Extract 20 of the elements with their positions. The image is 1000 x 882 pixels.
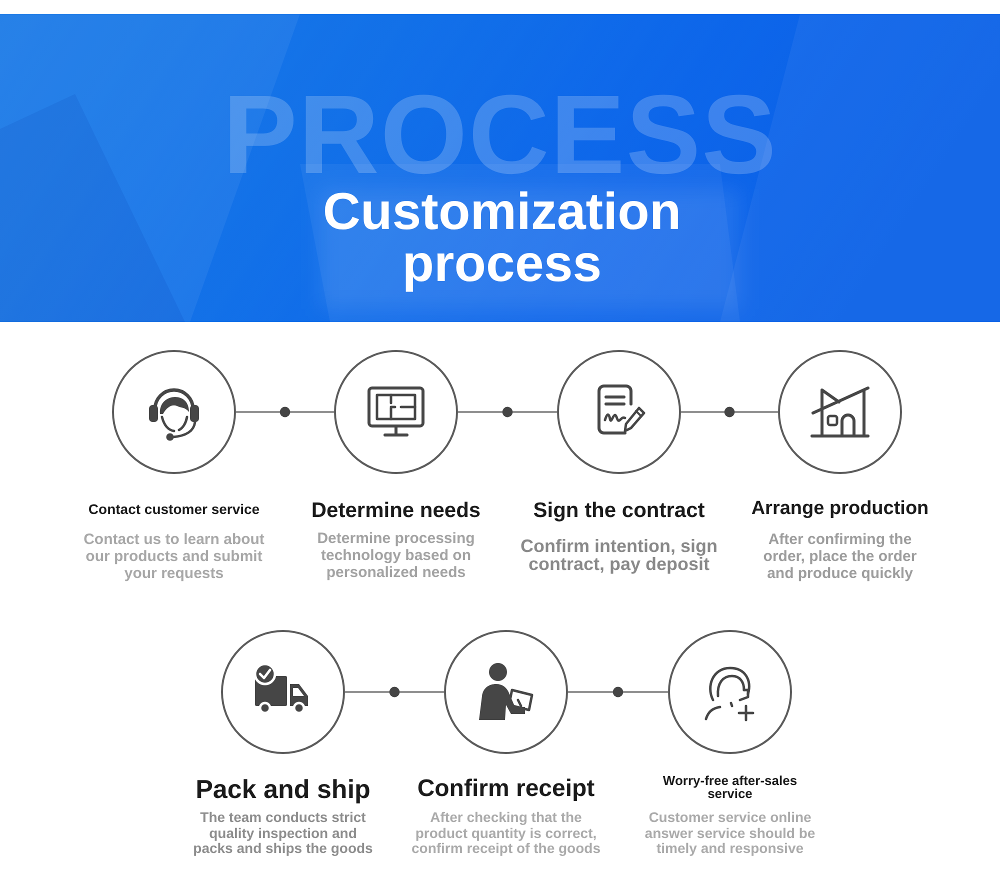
step-description: After confirming the order, place the order and produce quickly: [762, 530, 918, 582]
connector-line: [458, 411, 557, 413]
connector-line: [568, 691, 668, 693]
step-title: Arrange production: [751, 496, 929, 520]
step-title: Sign the contract: [533, 498, 705, 522]
step-description: After checking that the product quantity is correct, confirm receipt of the goods: [410, 810, 602, 857]
step-title: Confirm receipt: [417, 774, 595, 802]
step-description: Determine processing technology based on personalized needs: [316, 530, 476, 580]
step-description: Customer service online answer service should be timely and responsive: [644, 810, 816, 857]
step-description: Confirm intention, sign contract, pay deposit: [520, 536, 718, 574]
step-description: Contact us to learn about our products and submit your requests: [82, 530, 266, 582]
step-description: The team conducts strict quality inspection and packs and ships the goods: [192, 810, 374, 857]
connector-line: [236, 411, 334, 413]
step-title: Pack and ship: [196, 774, 370, 804]
step-title: Determine needs: [311, 498, 481, 522]
connector-line: [681, 411, 778, 413]
title: Customization process: [322, 186, 682, 290]
step-title: Worry-free after-sales service: [662, 774, 798, 800]
step-title: Contact customer service: [88, 500, 260, 518]
connector-line: [345, 691, 444, 693]
